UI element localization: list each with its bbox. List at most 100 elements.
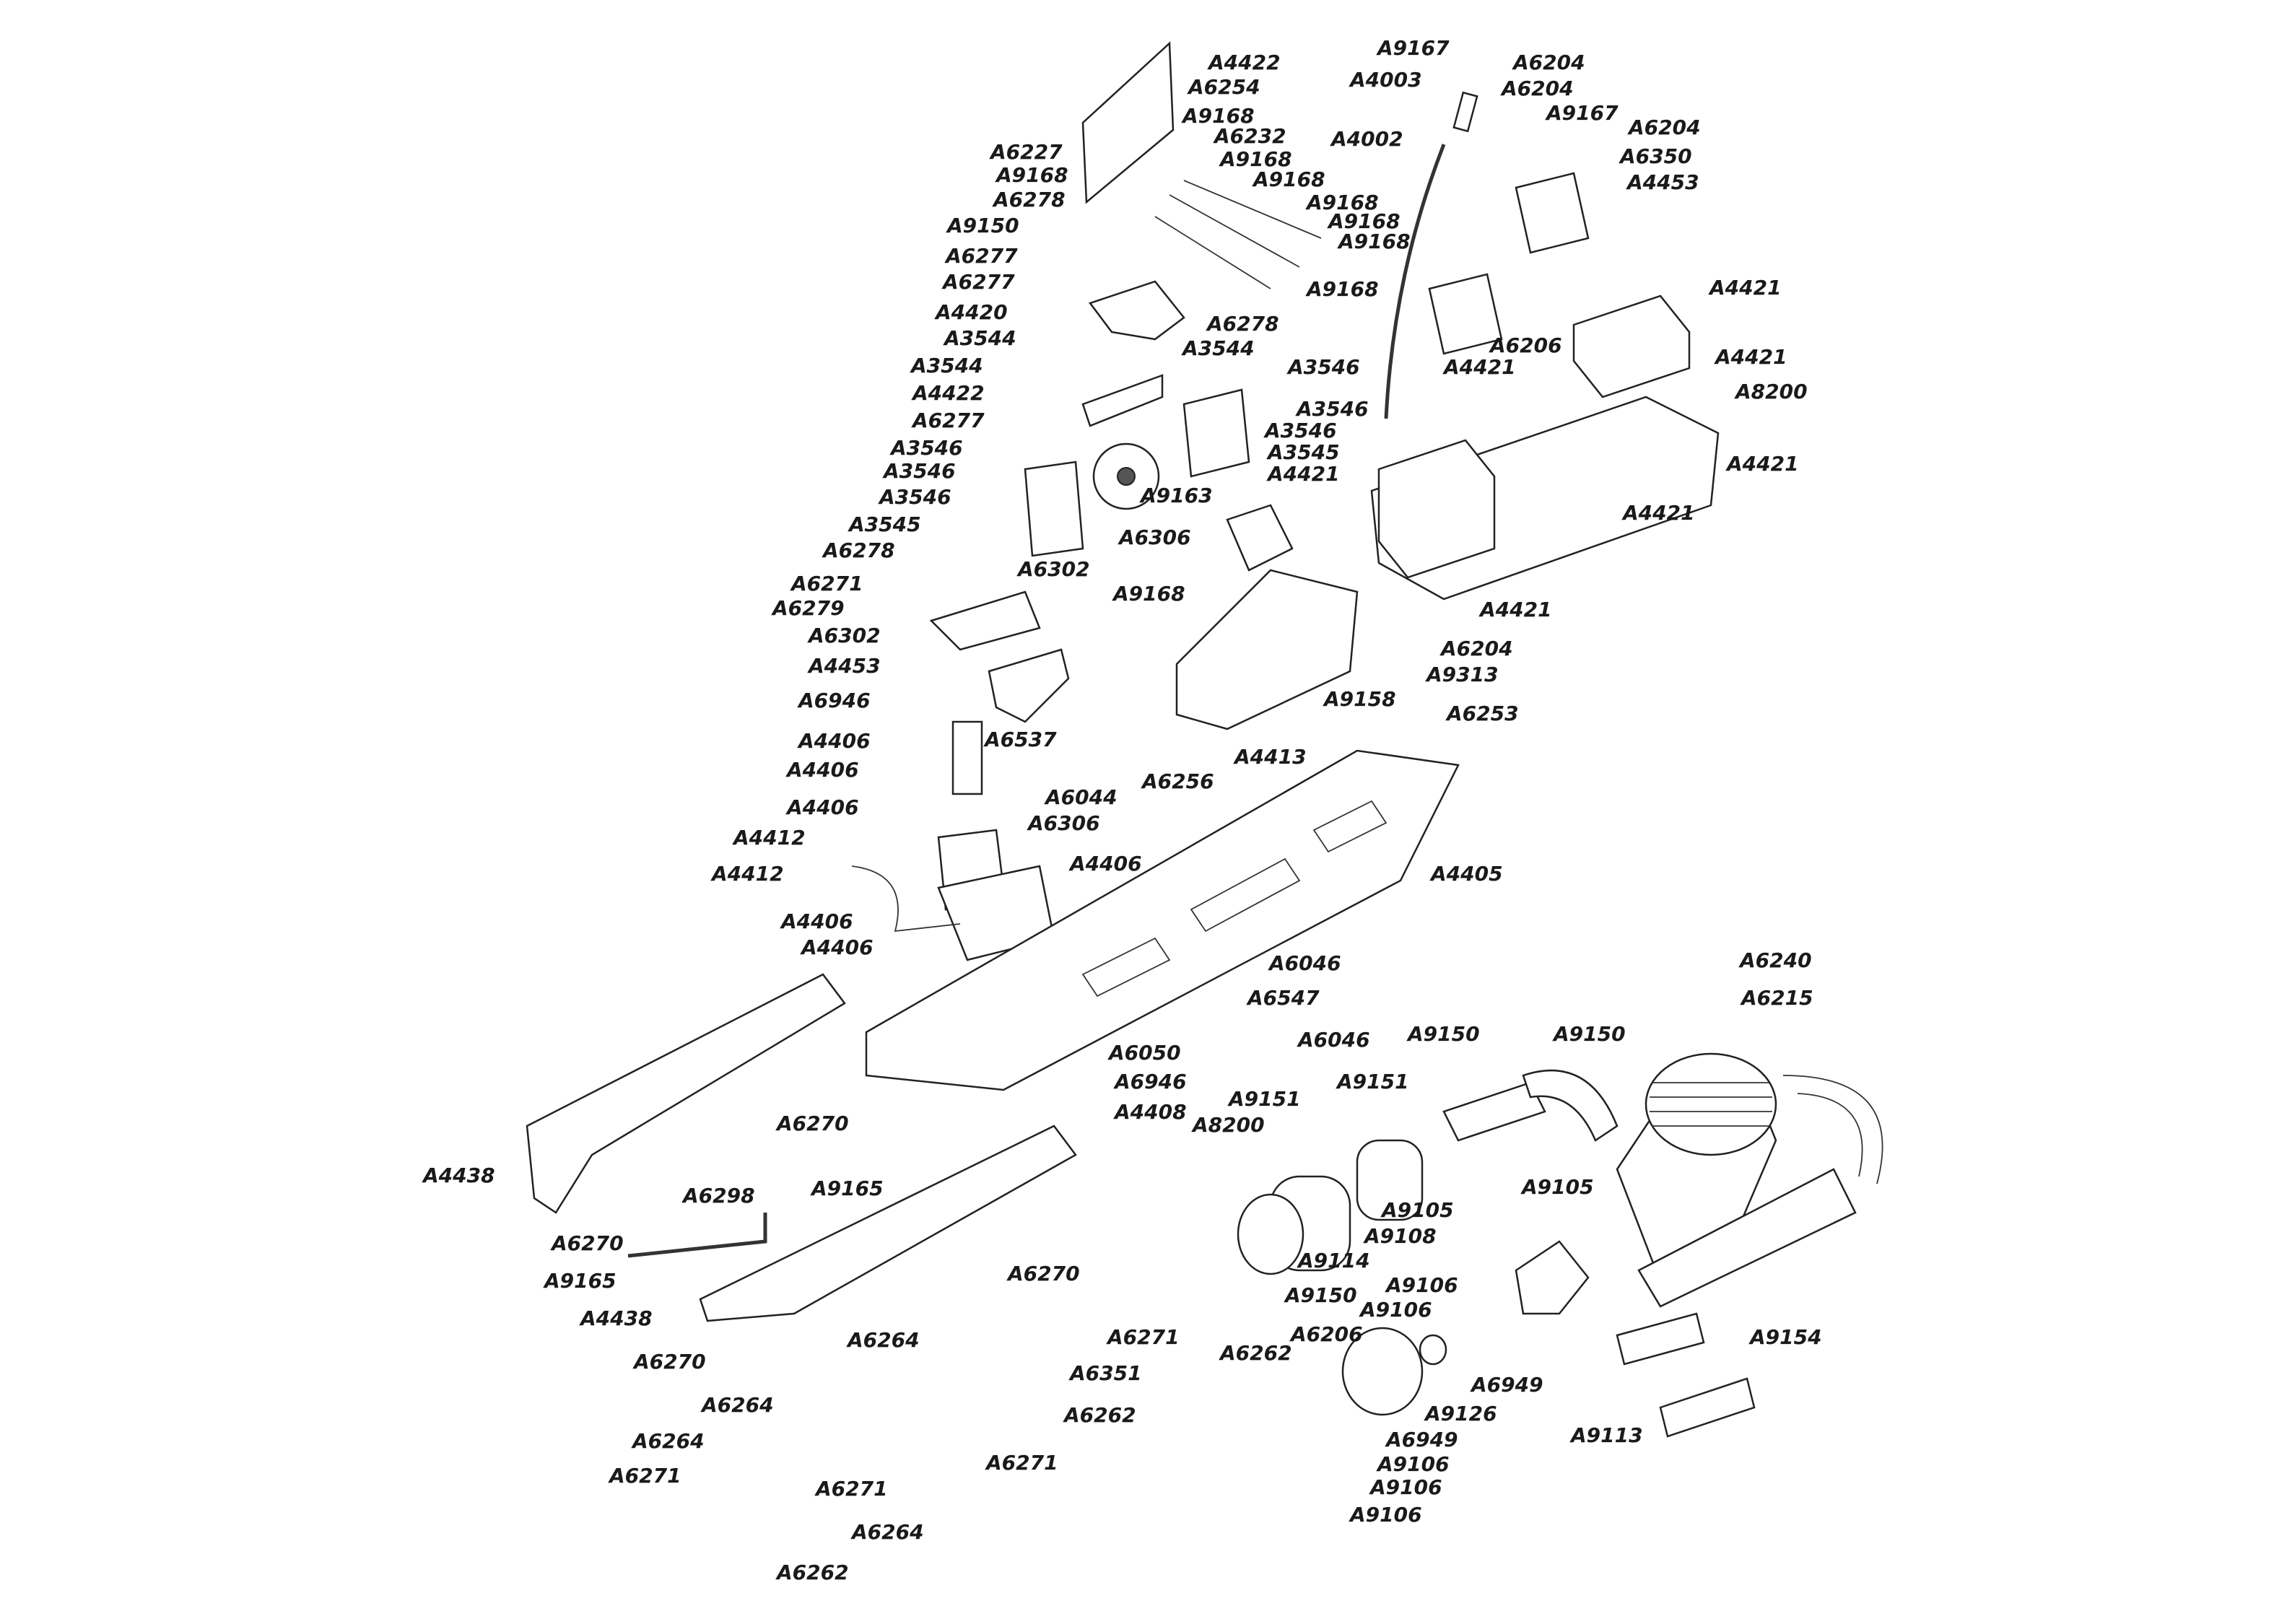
part-label: A8200 <box>1191 1113 1265 1137</box>
part-label: A8200 <box>1734 380 1808 403</box>
part-flywheel <box>1515 1240 1590 1315</box>
part-label: A4421 <box>1714 345 1787 369</box>
part-label: A9150 <box>946 214 1019 237</box>
part-label: A9108 <box>1363 1224 1437 1248</box>
part-label: A6946 <box>1113 1070 1187 1093</box>
part-label: A9106 <box>1376 1452 1450 1476</box>
part-shock-tower-plate <box>1081 41 1175 204</box>
part-label: A4422 <box>911 381 985 405</box>
part-servo-saver-mount <box>1081 374 1164 427</box>
part-label: A4421 <box>1621 501 1695 525</box>
part-label: A6278 <box>822 538 895 562</box>
part-label: A6270 <box>550 1231 624 1255</box>
part-label: A6302 <box>807 624 881 647</box>
part-label: A4406 <box>1068 852 1142 876</box>
part-steering-servo <box>1428 273 1503 355</box>
part-label: A6270 <box>775 1112 849 1135</box>
part-label: A4421 <box>1725 452 1799 476</box>
part-label: A9106 <box>1349 1503 1422 1527</box>
part-exhaust-pipe <box>1637 1168 1857 1308</box>
part-label: A9154 <box>1748 1325 1822 1349</box>
part-steering-rods <box>1154 180 1322 289</box>
part-label: A6298 <box>681 1184 755 1208</box>
part-intake-elbow <box>1522 1069 1619 1142</box>
part-label: A6277 <box>944 244 1018 268</box>
part-label: A6271 <box>814 1477 888 1501</box>
part-label: A6264 <box>850 1520 924 1544</box>
part-label: A6949 <box>1385 1428 1458 1451</box>
part-label: A9168 <box>1305 191 1379 214</box>
part-label: A6264 <box>700 1393 774 1417</box>
part-label: A6270 <box>1006 1262 1080 1285</box>
part-label: A9106 <box>1369 1475 1442 1499</box>
part-label: A4003 <box>1349 68 1422 92</box>
part-label: A9163 <box>1139 484 1213 507</box>
part-label: A3546 <box>878 485 951 509</box>
part-label: A4408 <box>1113 1100 1187 1124</box>
part-label: A9168 <box>1305 277 1379 301</box>
part-side-guard <box>699 1125 1077 1322</box>
part-label: A9105 <box>1520 1175 1594 1199</box>
part-label: A6306 <box>1118 525 1191 549</box>
part-label: A6264 <box>631 1429 705 1453</box>
part-label: A9165 <box>543 1269 617 1293</box>
part-label: A3546 <box>1263 419 1337 442</box>
part-wrench <box>627 1213 767 1258</box>
part-label: A9106 <box>1359 1298 1432 1322</box>
part-engine-head <box>1644 1052 1777 1156</box>
part-clutch-bearing <box>1419 1334 1447 1366</box>
part-label: A3544 <box>910 354 983 377</box>
part-label: A4438 <box>422 1164 495 1187</box>
part-air-filter-cap <box>1237 1193 1304 1275</box>
part-label: A3544 <box>943 326 1016 350</box>
part-label: A6271 <box>1106 1325 1180 1349</box>
part-label: A6204 <box>1512 51 1585 74</box>
part-label: A4438 <box>579 1306 653 1330</box>
part-label: A6279 <box>771 596 845 620</box>
part-main-chassis <box>865 749 1460 1091</box>
part-label: A3546 <box>1286 355 1360 379</box>
part-label: A4406 <box>785 758 859 782</box>
part-brake-mount <box>1182 388 1250 478</box>
part-label: A4412 <box>710 862 784 886</box>
part-air-filter-foam <box>1356 1139 1424 1221</box>
part-label: A3546 <box>1295 397 1369 421</box>
part-label: A6278 <box>992 188 1066 211</box>
part-label: A6270 <box>632 1350 706 1374</box>
part-label: A4421 <box>1478 598 1552 621</box>
part-label: A6204 <box>1627 115 1701 139</box>
part-label: A6537 <box>983 728 1057 751</box>
part-label: A9150 <box>1552 1022 1626 1046</box>
part-label: A3545 <box>848 512 921 536</box>
part-bulkhead-brace <box>929 590 1041 651</box>
part-label: A6256 <box>1141 769 1214 793</box>
part-label: A9150 <box>1406 1022 1480 1046</box>
part-label: A6232 <box>1213 124 1286 148</box>
part-label: A4406 <box>780 909 853 933</box>
part-front-bulkhead <box>1024 460 1084 557</box>
part-label: A9167 <box>1545 101 1619 125</box>
part-label: A9168 <box>1181 104 1255 128</box>
part-label: A6044 <box>1044 785 1118 809</box>
part-label: A6240 <box>1738 948 1812 972</box>
part-engine-mount-rear <box>1659 1377 1756 1438</box>
part-engine-mount-front <box>1616 1312 1705 1366</box>
part-steering-bellcrank <box>1088 280 1185 341</box>
part-label: A3546 <box>882 459 956 483</box>
part-label: A4421 <box>1266 462 1340 486</box>
part-label: A4453 <box>1626 170 1699 194</box>
part-label: A6271 <box>608 1464 681 1488</box>
part-label: A6206 <box>1289 1322 1363 1346</box>
part-label: A6254 <box>1187 75 1260 99</box>
part-label: A6204 <box>1439 637 1513 660</box>
part-label: A9150 <box>1284 1283 1357 1307</box>
part-label: A6271 <box>790 572 863 595</box>
part-label: A3546 <box>889 436 963 460</box>
part-label: A9126 <box>1424 1402 1497 1426</box>
part-throttle-servo <box>1515 172 1590 254</box>
part-label: A9313 <box>1425 663 1499 686</box>
part-label: A9168 <box>1112 582 1185 606</box>
part-label: A4412 <box>732 826 806 850</box>
part-label: A4420 <box>934 300 1008 324</box>
